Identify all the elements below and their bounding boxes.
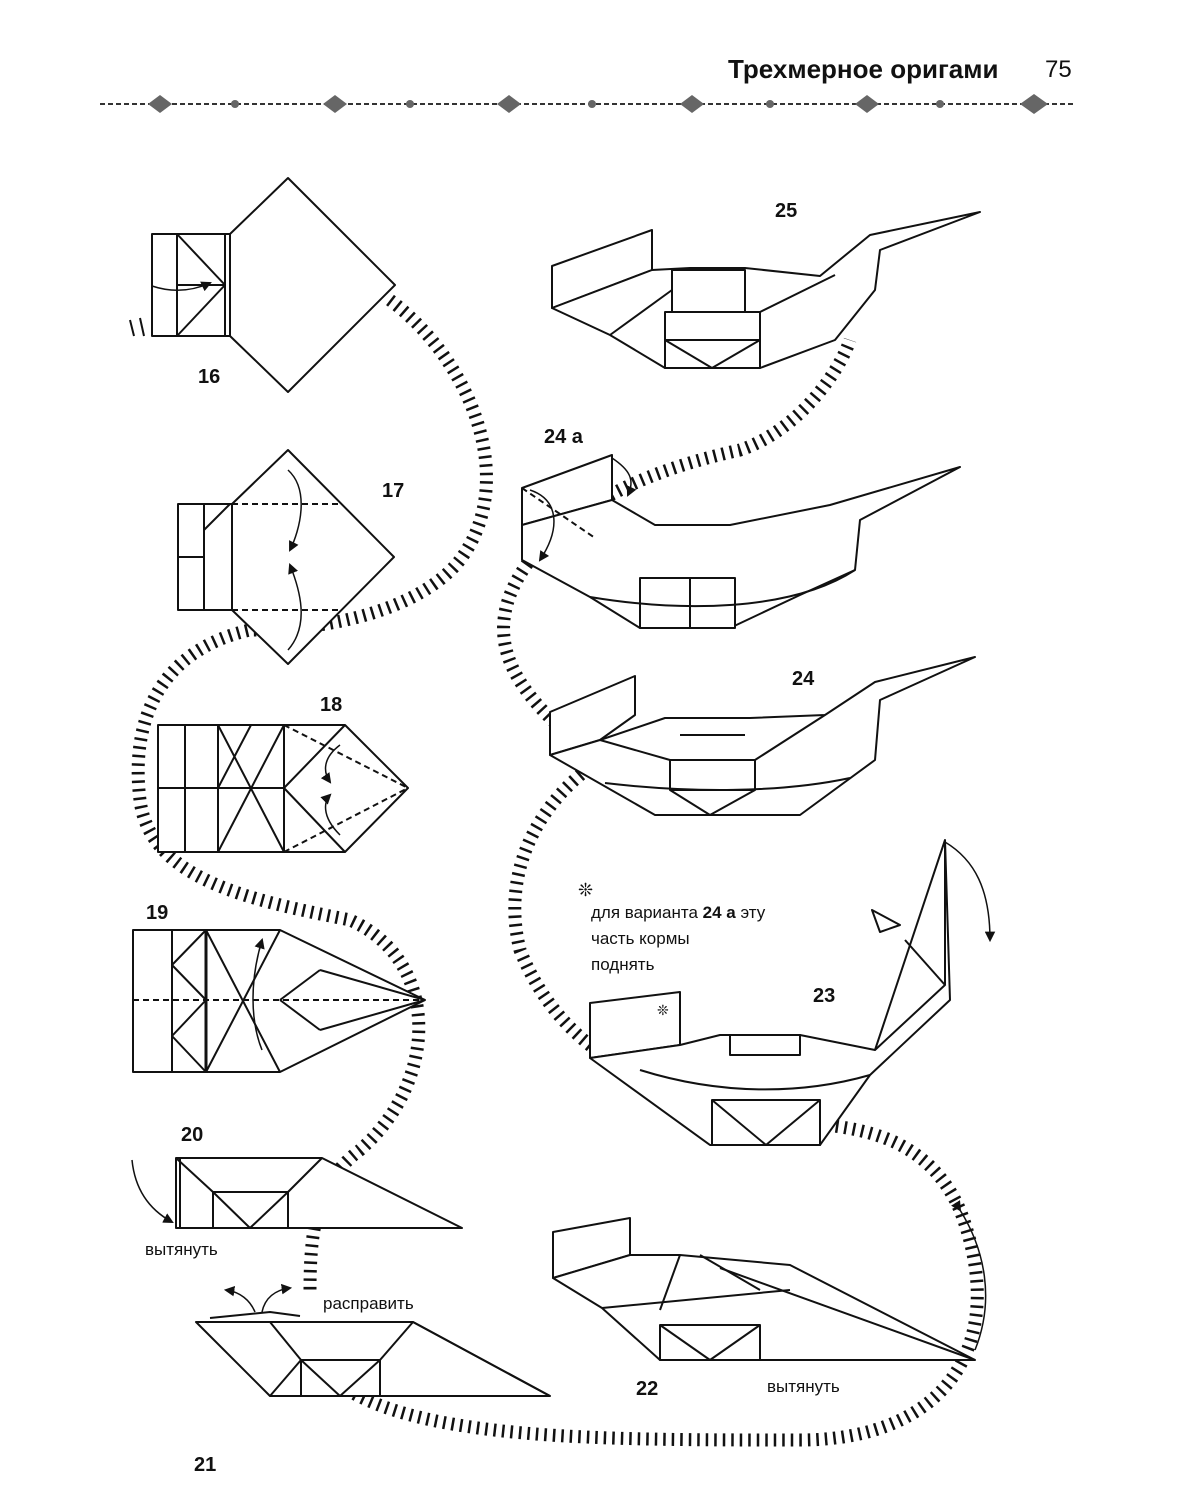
step-connector-path (131, 294, 984, 1447)
note-marker-on-figure: ❊ (657, 1002, 669, 1018)
step-25-figure (551, 211, 981, 369)
step-24-label: 24 (792, 668, 815, 690)
step-24a-figure (521, 454, 961, 629)
step-22-figure (552, 1200, 987, 1361)
page-title: Трехмерное оригами (728, 54, 999, 84)
step-21-figure (195, 1283, 551, 1397)
step-17-label: 17 (382, 480, 405, 502)
step-24a-label: 24 а (544, 426, 583, 448)
step-21-label: 21 (194, 1454, 217, 1476)
note-line-3: поднять (591, 955, 655, 974)
step-16-figure (129, 177, 396, 393)
step-25-label: 25 (775, 200, 798, 222)
note-line-2: часть кормы (591, 929, 690, 948)
note-marker: ❊ (578, 880, 594, 900)
note-line-1-bold: 24 а (702, 903, 736, 922)
step-22-label: 22 (636, 1378, 659, 1400)
step-19-label: 19 (146, 902, 169, 924)
step-20-label: 20 (181, 1124, 204, 1146)
step-23-figure (589, 839, 996, 1146)
note-line-1: для варианта 24 а эту (591, 900, 765, 926)
note-line-1-prefix: для варианта (591, 903, 703, 922)
step-18-label: 18 (320, 694, 343, 716)
pull-out-label-20: вытянуть (145, 1240, 218, 1259)
step-23-label: 23 (813, 985, 836, 1007)
step-18-figure (157, 724, 409, 853)
step-16-label: 16 (198, 366, 221, 388)
note-line-1-suffix: эту (735, 903, 766, 922)
pull-out-label-22: вытянуть (767, 1377, 840, 1396)
page-number: 75 (1045, 56, 1072, 83)
step-24-figure (549, 656, 976, 816)
spread-label-21: расправить (323, 1294, 414, 1313)
header-ornament (100, 94, 1075, 114)
step-20-figure (131, 1157, 463, 1229)
step-19-figure (132, 929, 426, 1073)
note-block: для варианта 24 а эту часть кормы поднят… (591, 900, 765, 978)
step-17-figure (177, 449, 395, 665)
